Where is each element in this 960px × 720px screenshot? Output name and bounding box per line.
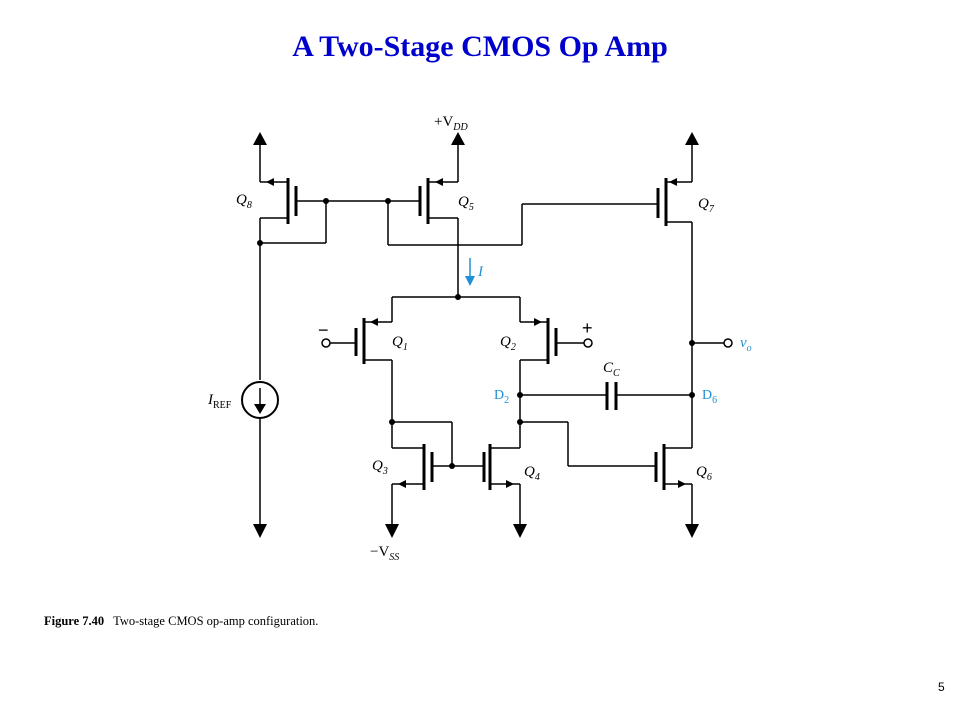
label-vss: −VSS <box>370 544 399 563</box>
inverting-input-terminal <box>321 338 331 348</box>
output-terminal <box>723 338 733 348</box>
label-q5: Q5 <box>458 194 474 213</box>
noninverting-input-terminal <box>583 338 593 348</box>
transistor-q6 <box>654 444 699 538</box>
transistor-q7 <box>656 132 699 343</box>
label-q7: Q7 <box>698 196 715 215</box>
label-noninverting-input: + <box>582 318 593 338</box>
label-q8: Q8 <box>236 192 252 211</box>
transistor-q2 <box>519 318 593 422</box>
label-output: vo <box>740 335 752 354</box>
current-source-arrow-icon <box>254 404 266 414</box>
transistor-q8 <box>253 132 326 243</box>
figure-caption: Figure 7.40 Two-stage CMOS op-amp config… <box>44 614 318 629</box>
label-bias-current: I <box>477 264 484 280</box>
transistor-q5 <box>418 132 465 297</box>
label-q2: Q2 <box>500 334 516 353</box>
current-arrow-icon <box>465 276 475 286</box>
label-q4: Q4 <box>524 464 540 483</box>
transistor-q3 <box>385 422 434 538</box>
label-cc: CC <box>603 360 620 379</box>
label-node-d2: D2 <box>494 388 509 406</box>
figure-caption-text: Two-stage CMOS op-amp configuration. <box>113 614 319 628</box>
transistor-q4 <box>482 419 527 538</box>
transistor-q1 <box>321 318 393 422</box>
label-node-d6: D6 <box>702 388 717 406</box>
label-q1: Q1 <box>392 334 408 353</box>
page-number: 5 <box>938 680 945 694</box>
label-q3: Q3 <box>372 458 388 477</box>
label-vdd: +VDD <box>434 114 469 133</box>
label-iref: IREF <box>207 392 232 411</box>
figure-number: Figure 7.40 <box>44 614 105 628</box>
label-inverting-input: − <box>318 320 329 340</box>
label-q6: Q6 <box>696 464 712 483</box>
slide-title: A Two-Stage CMOS Op Amp <box>292 30 668 63</box>
